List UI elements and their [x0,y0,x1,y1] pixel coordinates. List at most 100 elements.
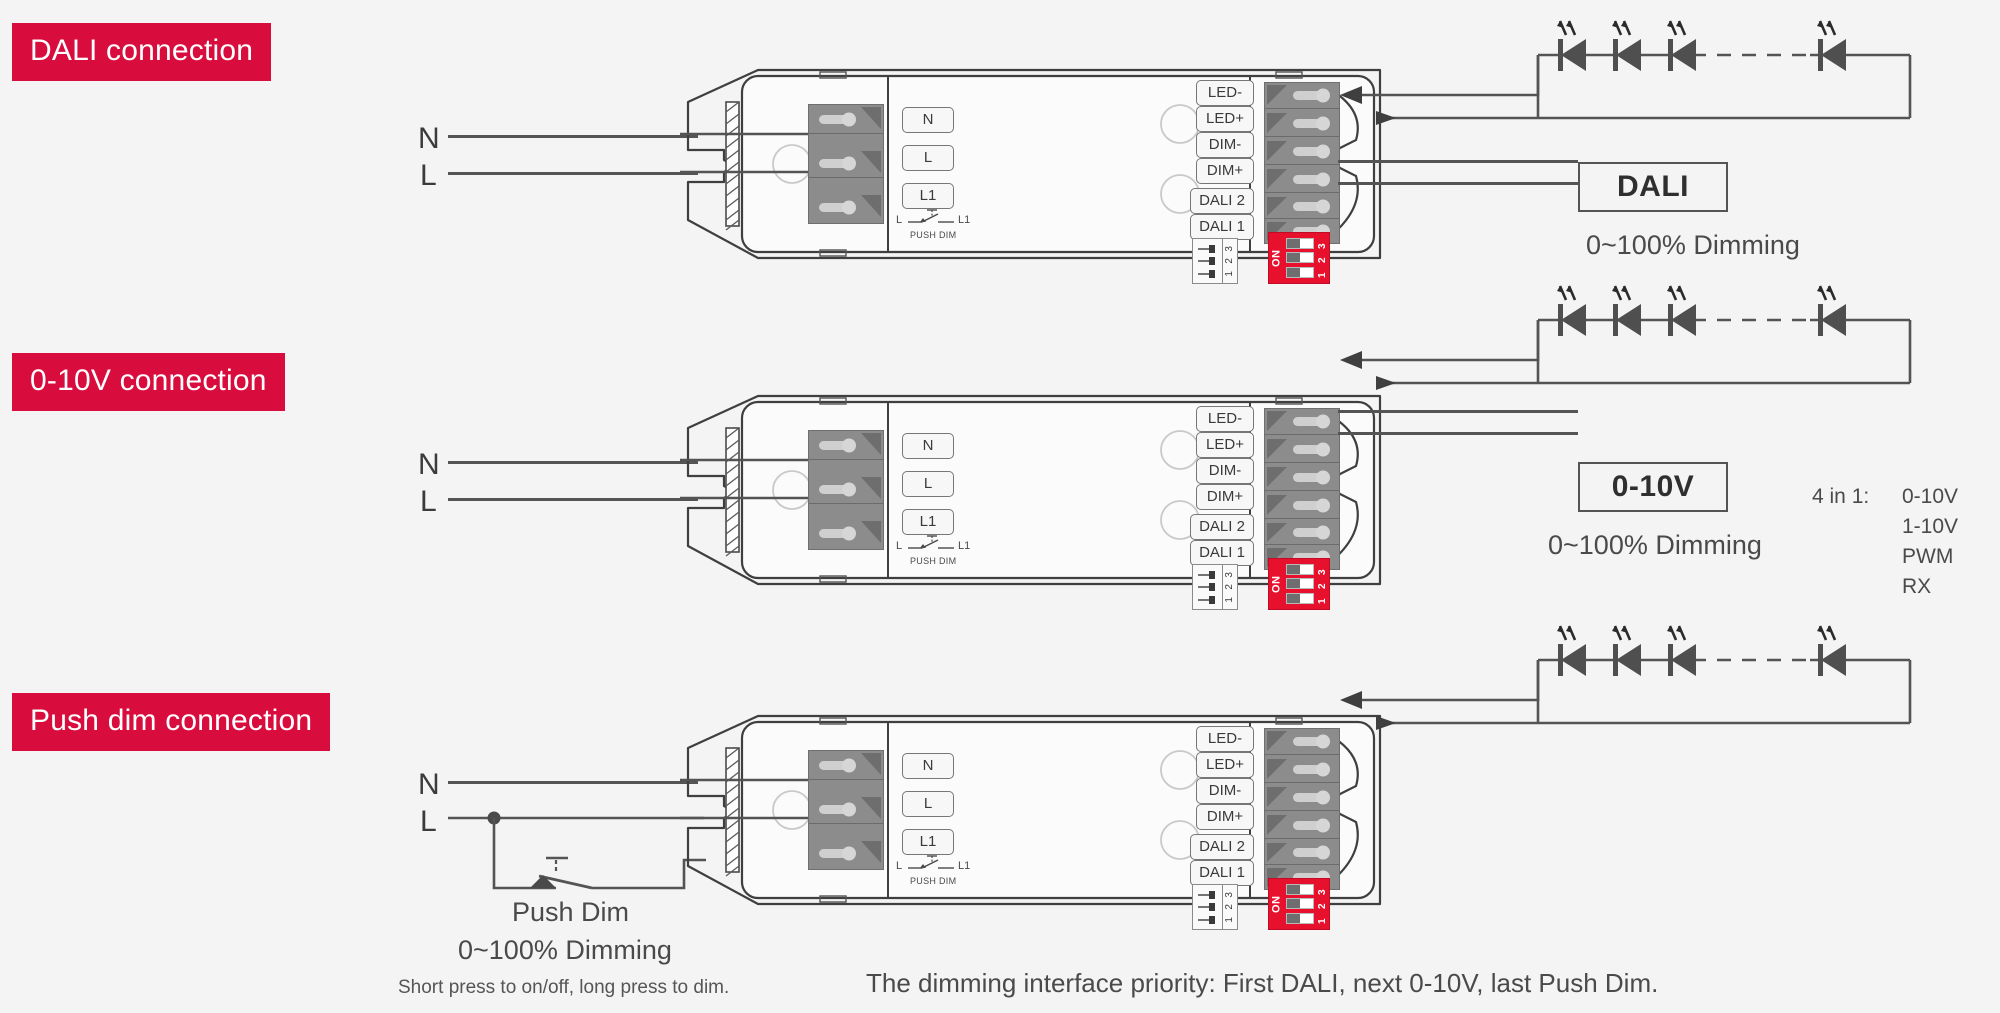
dip-legend-icon-1 [1198,270,1215,279]
dip-rows-0-10v[interactable] [1284,559,1316,609]
dip-knob-3-0-10v [1287,564,1300,574]
dip-on-label-dali: ON [1270,249,1283,267]
led-feed-wires-push-dim [1340,660,1540,730]
output-terminal-dim-minus [1265,465,1339,491]
four-in-one-label: 4 in 1: [1812,485,1870,508]
label-terminal-n: N [902,433,954,459]
label-terminal-led-plus: LED+ [1196,432,1254,458]
dip-legend-numbers: 3 2 1 [1223,885,1237,929]
dip-legend-number-2: 2 [1224,584,1235,590]
protocol-box-dali: DALI [1578,162,1728,212]
output-terminal-led-plus [1265,111,1339,137]
dip-legend-number-1: 1 [1224,916,1235,923]
dip-row-2-dali[interactable] [1286,252,1314,264]
dip-legend-divider [1221,239,1223,283]
section-badge-0-10v: 0-10V connection [12,353,285,411]
label-terminal-led-minus: LED- [1196,80,1254,106]
dip-rows-dali[interactable] [1284,233,1316,283]
label-terminal-dim-minus: DIM- [1196,778,1254,804]
dip-on-label-push-dim: ON [1270,895,1283,913]
dip-legend-block-push-dim: 3 2 1 [1192,884,1238,930]
dip-legend-icons [1193,239,1222,283]
input-terminal-n [809,751,883,780]
dip-row-2-0-10v[interactable] [1286,578,1314,590]
input-terminal-l [809,475,883,504]
dip-legend-icon-3 [1198,244,1215,253]
mains-wire-n-dali [448,135,698,138]
push-dim-switch-circuit [448,811,706,890]
mains-label-n-0-10v: N [418,448,440,481]
dip-legend-divider [1221,885,1223,929]
mains-label-l-push-dim: L [420,805,437,838]
output-terminal-led-minus [1265,409,1339,435]
dip-legend-numbers: 3 2 1 [1223,565,1237,609]
four-in-one-option-3: RX [1902,575,1932,598]
dip-numbers-0-10v: 3 2 1 [1316,559,1329,609]
dip-legend-number-1: 1 [1224,270,1235,277]
dip-switch-dali[interactable]: ON 3 2 1 [1268,232,1330,284]
led-feed-wires-0-10v [1340,320,1540,390]
dip-knob-3-dali [1287,238,1300,248]
dip-row-1-dali[interactable] [1286,267,1314,279]
dip-row-3-0-10v[interactable] [1286,563,1314,575]
dip-row-1-0-10v[interactable] [1286,593,1314,605]
pushdim-glyph-left: L [896,214,903,226]
dip-number-1-0-10v: 1 [1316,598,1328,605]
input-terminal-block-0-10v [808,430,884,550]
label-terminal-dali1: DALI 1 [1190,540,1254,566]
dip-legend-number-3: 3 [1224,891,1235,898]
label-terminal-dali1: DALI 1 [1190,860,1254,886]
dali-bus-wire-bottom [1338,182,1578,185]
dip-legend-block-dali: 3 2 1 [1192,238,1238,284]
label-terminal-dim-plus: DIM+ [1196,484,1254,510]
pushdim-glyph-icon [908,855,954,869]
dip-row-1-push-dim[interactable] [1286,913,1314,925]
dip-legend-icon-2 [1198,257,1215,266]
pushdim-glyph-right: L1 [958,540,971,552]
dip-legend-icon-2 [1198,903,1215,912]
mains-wire-l-dali [448,172,698,175]
protocol-box-0-10v: 0-10V [1578,462,1728,512]
pushdim-glyph-icon [908,209,954,223]
pushdim-glyph-right: L1 [958,860,971,872]
dip-rows-push-dim[interactable] [1284,879,1316,929]
dip-row-3-dali[interactable] [1286,237,1314,249]
0-10v-wire-top [1338,410,1578,413]
output-terminal-dali2 [1265,521,1339,545]
dip-row-3-push-dim[interactable] [1286,883,1314,895]
dip-knob-1-dali [1287,268,1300,278]
led-string-dali [1536,20,1912,120]
dip-on-label-0-10v: ON [1270,575,1283,593]
label-terminal-dim-minus: DIM- [1196,132,1254,158]
label-terminal-l: L [902,791,954,817]
output-terminal-led-minus [1265,83,1339,109]
dip-legend-divider [1221,565,1223,609]
label-terminal-led-plus: LED+ [1196,106,1254,132]
push-dim-dimming-note: 0~100% Dimming [458,935,672,965]
dip-knob-2-push-dim [1287,899,1300,909]
led-driver-device-0-10v: N L L1 L L1 PUSH DIM LED- LED+ DIM- DIM+… [680,388,1400,610]
label-terminal-l1: L1 [902,829,954,855]
input-terminal-l1 [809,519,883,547]
pushdim-glyph-caption: PUSH DIM [910,876,957,886]
input-terminal-l1 [809,193,883,221]
output-terminal-led-plus [1265,757,1339,783]
dip-switch-push-dim[interactable]: ON 3 2 1 [1268,878,1330,930]
label-terminal-dim-minus: DIM- [1196,458,1254,484]
mains-label-n-dali: N [418,122,440,155]
label-terminal-dim-plus: DIM+ [1196,158,1254,184]
label-terminal-n: N [902,107,954,133]
dip-row-2-push-dim[interactable] [1286,898,1314,910]
output-terminal-dali2 [1265,841,1339,865]
label-terminal-l: L [902,471,954,497]
label-terminal-dali2: DALI 2 [1190,834,1254,860]
input-terminal-n [809,105,883,134]
dip-numbers-push-dim: 3 2 1 [1316,879,1329,929]
dip-switch-0-10v[interactable]: ON 3 2 1 [1268,558,1330,610]
mains-label-n-push-dim: N [418,768,440,801]
dip-knob-3-push-dim [1287,884,1300,894]
dip-number-1-push-dim: 1 [1316,918,1328,925]
dip-legend-number-1: 1 [1224,596,1235,603]
dip-number-3-push-dim: 3 [1316,889,1328,895]
